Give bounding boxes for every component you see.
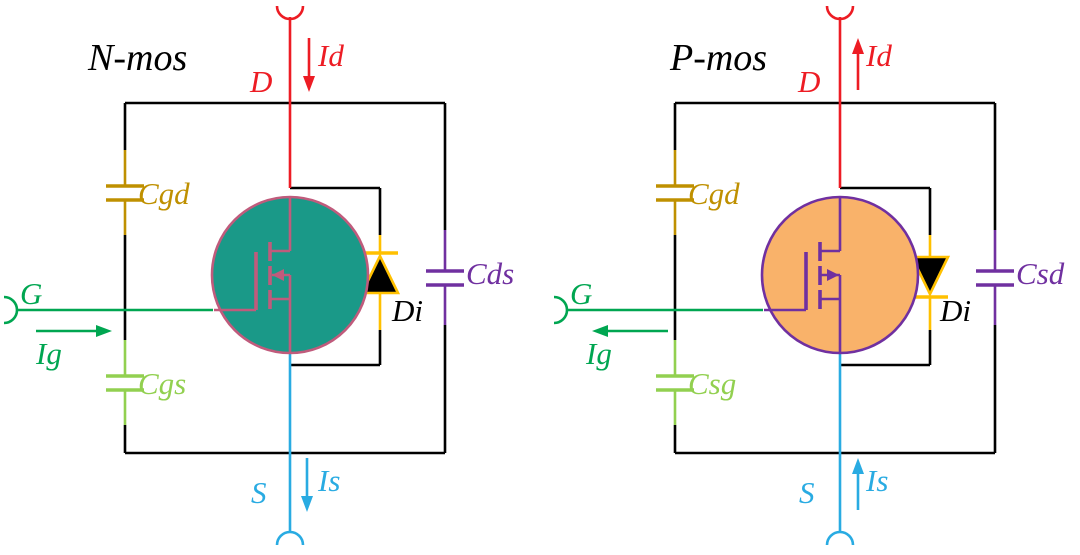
pmos-id-arrowhead-up bbox=[852, 38, 864, 54]
pmos-diode-label: Di bbox=[939, 293, 971, 328]
nmos-cgd-label: Cgd bbox=[138, 176, 190, 211]
pmos-body-arrow-out bbox=[827, 269, 839, 281]
pmos-body-diode bbox=[909, 235, 951, 330]
nmos-id-label: Id bbox=[317, 38, 344, 73]
nmos-is-arrowhead-down bbox=[301, 496, 313, 512]
pmos-id-label: Id bbox=[865, 38, 892, 73]
nmos-cgs-label: Cgs bbox=[138, 366, 186, 401]
pmos-csg-capacitor bbox=[656, 340, 694, 425]
nmos-transistor-symbol bbox=[214, 197, 292, 352]
nmos-cgs-capacitor bbox=[106, 340, 144, 425]
pmos-inner-loop bbox=[840, 186, 932, 367]
nmos-cds-label: Cds bbox=[466, 256, 514, 291]
nmos-inner-loop bbox=[290, 186, 382, 367]
pmos-transistor-symbol bbox=[764, 197, 842, 352]
pmos-cgd-capacitor bbox=[656, 150, 694, 235]
pmos-csd-capacitor bbox=[976, 230, 1014, 325]
pmos-is-label: Is bbox=[865, 463, 888, 498]
nmos-circuit: N-mos D Id Cgd G Ig Cgs Cds Di S Is bbox=[3, 5, 514, 546]
pmos-outer-loop bbox=[673, 101, 997, 455]
nmos-cgd-capacitor bbox=[106, 150, 144, 235]
pmos-gate-connector bbox=[553, 295, 569, 325]
pmos-csg-label: Csg bbox=[688, 366, 736, 401]
nmos-ig-arrowhead-right bbox=[96, 325, 112, 337]
nmos-cds-capacitor bbox=[426, 230, 464, 325]
pmos-gate-label: G bbox=[570, 276, 592, 311]
nmos-is-label: Is bbox=[317, 463, 340, 498]
pmos-drain-label: D bbox=[797, 64, 820, 99]
nmos-ig-label: Ig bbox=[35, 336, 62, 371]
nmos-diode-label: Di bbox=[391, 293, 423, 328]
pmos-ig-arrowhead-left bbox=[592, 325, 608, 337]
nmos-body-diode bbox=[359, 235, 401, 330]
nmos-title: N-mos bbox=[87, 37, 187, 79]
pmos-circuit: P-mos D Id Cgd G Ig Csg Csd Di S Is bbox=[553, 5, 1065, 546]
pmos-source-label: S bbox=[799, 475, 815, 510]
nmos-body-arrow-in bbox=[272, 269, 284, 281]
nmos-id-arrowhead-down bbox=[303, 76, 315, 92]
nmos-gate-label: G bbox=[20, 276, 42, 311]
nmos-gate-connector bbox=[3, 295, 19, 325]
nmos-outer-loop bbox=[123, 101, 447, 455]
pmos-title: P-mos bbox=[669, 37, 767, 79]
pmos-ig-label: Ig bbox=[585, 336, 612, 371]
pmos-csd-label: Csd bbox=[1016, 256, 1065, 291]
nmos-source-label: S bbox=[251, 475, 267, 510]
nmos-drain-label: D bbox=[249, 64, 272, 99]
pmos-source-connector bbox=[825, 530, 855, 546]
pmos-is-arrowhead-up bbox=[852, 458, 864, 474]
nmos-source-connector bbox=[275, 530, 305, 546]
pmos-cgd-label: Cgd bbox=[688, 176, 740, 211]
